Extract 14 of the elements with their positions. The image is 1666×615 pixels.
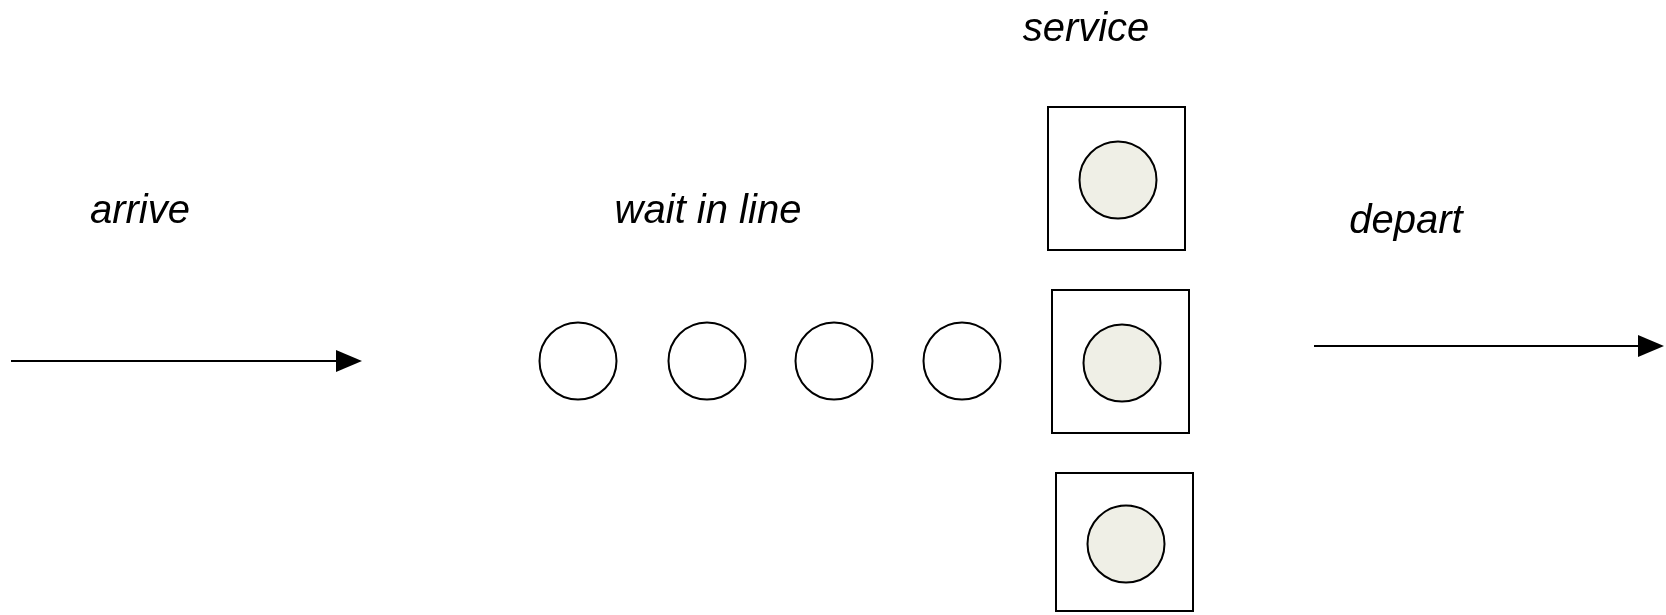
- waiting-customer-circle: [538, 321, 618, 401]
- waiting-customer-circle: [922, 321, 1002, 401]
- waiting-customer-circle: [794, 321, 874, 401]
- server-box: [1055, 472, 1194, 612]
- waiting-customer-circle: [667, 321, 747, 401]
- depart-label: depart: [1349, 196, 1463, 242]
- served-customer-circle: [1086, 504, 1166, 584]
- served-customer-circle: [1078, 140, 1158, 220]
- server-box: [1047, 106, 1186, 251]
- served-customer-circle: [1082, 323, 1162, 403]
- service-label: service: [1022, 4, 1150, 50]
- arrive-label: arrive: [90, 186, 190, 232]
- wait-in-line-label: wait in line: [614, 186, 802, 232]
- server-box: [1051, 289, 1190, 434]
